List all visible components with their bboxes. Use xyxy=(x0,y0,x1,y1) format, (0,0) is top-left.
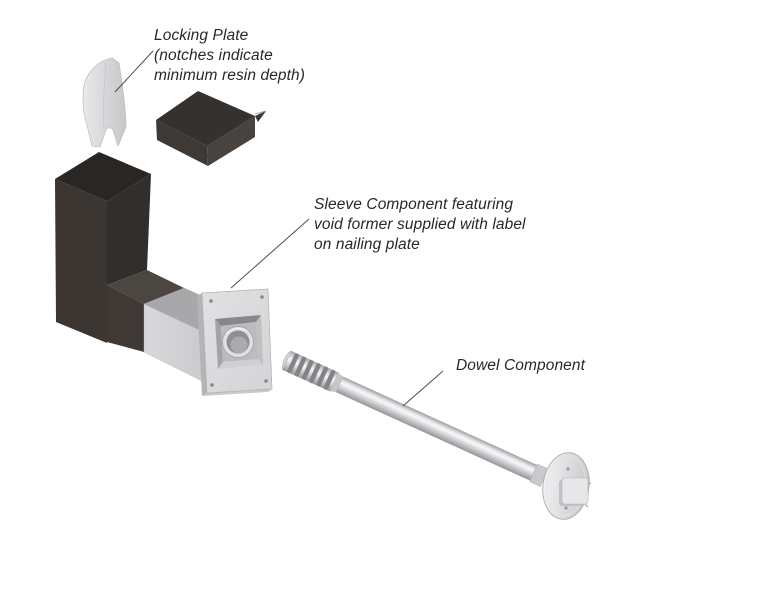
locking-plate-icon xyxy=(82,57,127,148)
label-line: Locking Plate xyxy=(154,27,249,44)
nailing-plate-icon xyxy=(197,288,273,396)
end-cap-icon xyxy=(156,91,267,166)
locking-plate-label: Locking Plate (notches indicate minimum … xyxy=(154,26,305,86)
leader-line-sleeve xyxy=(230,218,310,289)
label-line: minimum resin depth) xyxy=(154,67,306,84)
label-line: (notches indicate xyxy=(154,47,273,64)
label-line: void former supplied with label xyxy=(314,216,526,233)
label-line: Dowel Component xyxy=(456,357,586,374)
dowel-icon xyxy=(281,350,592,520)
dowel-component-label: Dowel Component xyxy=(456,356,585,376)
sleeve-component-label: Sleeve Component featuring void former s… xyxy=(314,195,526,255)
label-line: on nailing plate xyxy=(314,236,420,253)
leader-line-locking-plate xyxy=(114,50,154,93)
label-line: Sleeve Component featuring xyxy=(314,196,514,213)
leader-line-dowel xyxy=(402,370,444,407)
